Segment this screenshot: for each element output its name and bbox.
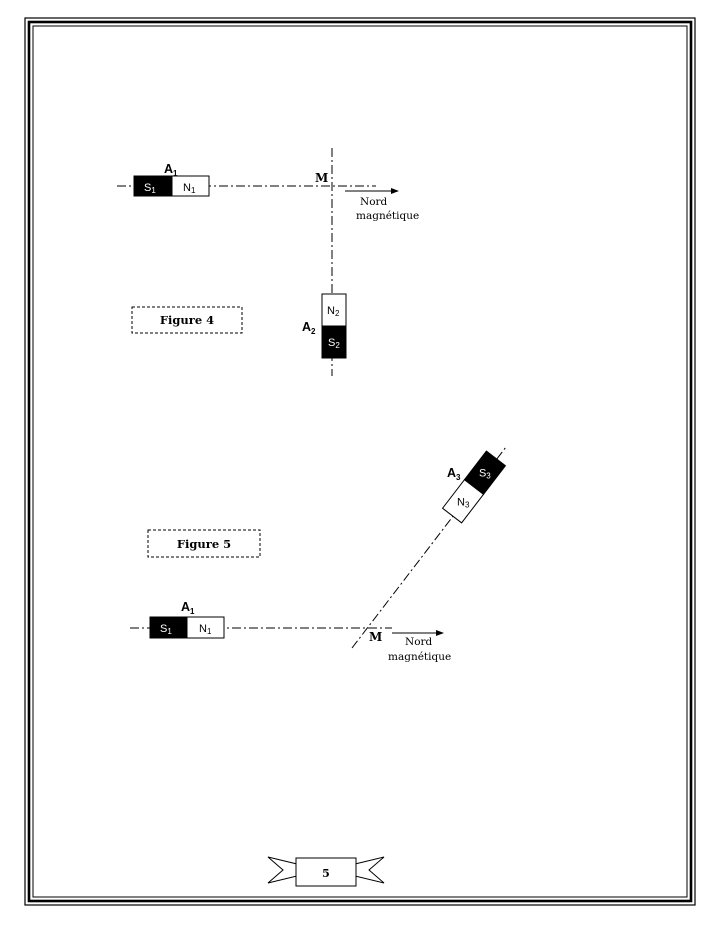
fig5-arrow-label-2: magnétique [388, 651, 451, 663]
fig4-arrow-label-1: Nord [360, 196, 388, 208]
fig4-magnet1-south-label: S1 [144, 182, 156, 195]
fig5-magnet3-north-label: N3 [457, 496, 470, 509]
page-number: 5 [322, 867, 330, 880]
fig4-magnet2-label: A2 [302, 320, 316, 336]
fig5-magnet1-south-label: S1 [160, 623, 172, 636]
fig4-caption-box [131, 306, 243, 334]
fig5-magnet1-north-label: N1 [199, 623, 212, 636]
fig5-magnet3-south-pole [463, 450, 507, 496]
fig4-magnet1-north-pole [171, 175, 210, 197]
fig5-magnet3: N3 S3 [441, 450, 507, 524]
fig5-point-m: M [369, 630, 382, 644]
ribbon-left-tail [267, 856, 298, 884]
fig5-magnet3-south-label: S3 [479, 468, 491, 481]
fig5-magnet1-label: A1 [181, 600, 195, 616]
figure-5: Nord magnétique M A1 S1 N1 N3 [130, 446, 507, 663]
ribbon-right-tail [354, 856, 385, 884]
fig4-magnet2-north-pole [321, 293, 347, 327]
fig5-arrow-label-1: Nord [405, 636, 433, 648]
fig4-caption: Figure 4 [160, 313, 214, 327]
page-number-ribbon: 5 [267, 856, 385, 887]
fig5-caption-box [147, 529, 261, 558]
fig5-magnet1-north-pole [186, 616, 225, 639]
page-border [24, 17, 696, 906]
fig4-magnet1-label: A1 [164, 162, 178, 178]
fig5-magnet3-label: A3 [447, 466, 461, 482]
fig4-magnet2-south-label: S2 [328, 337, 340, 350]
fig5-arrowhead-icon [436, 630, 444, 636]
ribbon-center [295, 857, 357, 887]
fig4-arrowhead-icon [391, 188, 399, 194]
fig4-magnet2-south-pole [321, 325, 347, 359]
figure-4: Nord magnétique M A1 S1 N1 N2 S2 A2 Figu… [117, 148, 419, 376]
fig4-magnet1-north-label: N1 [183, 182, 196, 195]
fig4-point-m: M [315, 171, 328, 185]
fig4-magnet2-north-label: N2 [327, 305, 340, 318]
fig5-caption: Figure 5 [177, 537, 231, 551]
fig4-arrow-label-2: magnétique [356, 210, 419, 222]
